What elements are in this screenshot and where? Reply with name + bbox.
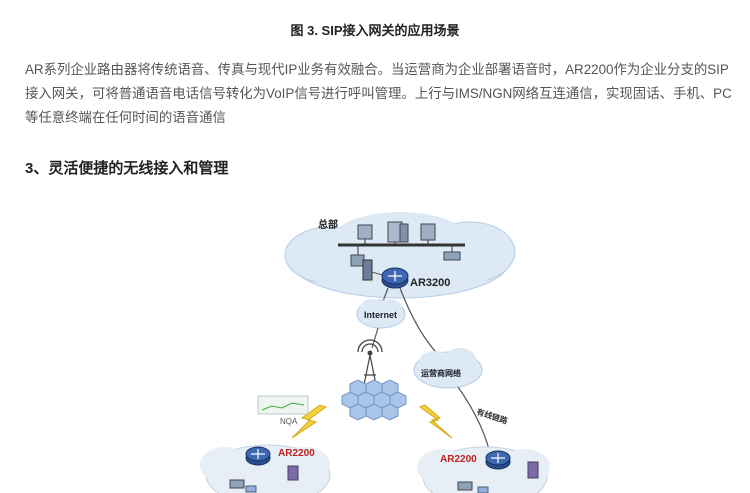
carrier-label: 运营商网络 bbox=[421, 368, 461, 378]
pc-icon bbox=[287, 465, 299, 481]
core-router-label: AR3200 bbox=[410, 277, 450, 289]
branch-left-router-icon bbox=[245, 446, 271, 466]
branch-right-cloud bbox=[417, 446, 550, 493]
branch-left-router-label: AR2200 bbox=[278, 448, 315, 459]
nqa-label: NQA bbox=[280, 417, 298, 426]
core-router-icon bbox=[371, 267, 409, 289]
wireless-link-left bbox=[291, 404, 328, 439]
branch-right-router-icon bbox=[485, 450, 511, 470]
server-icon bbox=[387, 221, 409, 245]
branch-right-router-label: AR2200 bbox=[440, 454, 477, 465]
internet-cloud bbox=[356, 299, 406, 329]
access-point-icon bbox=[245, 485, 257, 493]
nqa-monitor-icon bbox=[257, 395, 309, 415]
wireless-link-right bbox=[418, 404, 453, 439]
server-icon bbox=[357, 224, 373, 245]
server-icon bbox=[420, 223, 436, 245]
access-point-icon bbox=[477, 486, 489, 493]
firewall-icon bbox=[362, 259, 373, 281]
wired-link-label: 有线链路 bbox=[475, 406, 509, 426]
pc-icon bbox=[527, 461, 539, 479]
network-diagram: 总部 bbox=[200, 212, 550, 493]
wireless-tower-icon bbox=[357, 339, 383, 396]
link-core-carrier bbox=[399, 287, 447, 363]
phone-icon bbox=[443, 245, 461, 261]
figure-caption: 图 3. SIP接入网关的应用场景 bbox=[290, 23, 460, 38]
phone-icon bbox=[457, 481, 473, 491]
internet-label: Internet bbox=[364, 310, 397, 320]
carrier-cloud bbox=[413, 348, 483, 389]
phone-icon bbox=[229, 479, 245, 489]
section-heading: 3、灵活便捷的无线接入和管理 bbox=[25, 160, 229, 177]
body-paragraph: AR系列企业路由器将传统语音、传真与现代IP业务有效融合。当运营商为企业部署语音… bbox=[25, 62, 732, 125]
coverage-hexgrid bbox=[341, 379, 407, 421]
hq-label: 总部 bbox=[318, 218, 338, 231]
